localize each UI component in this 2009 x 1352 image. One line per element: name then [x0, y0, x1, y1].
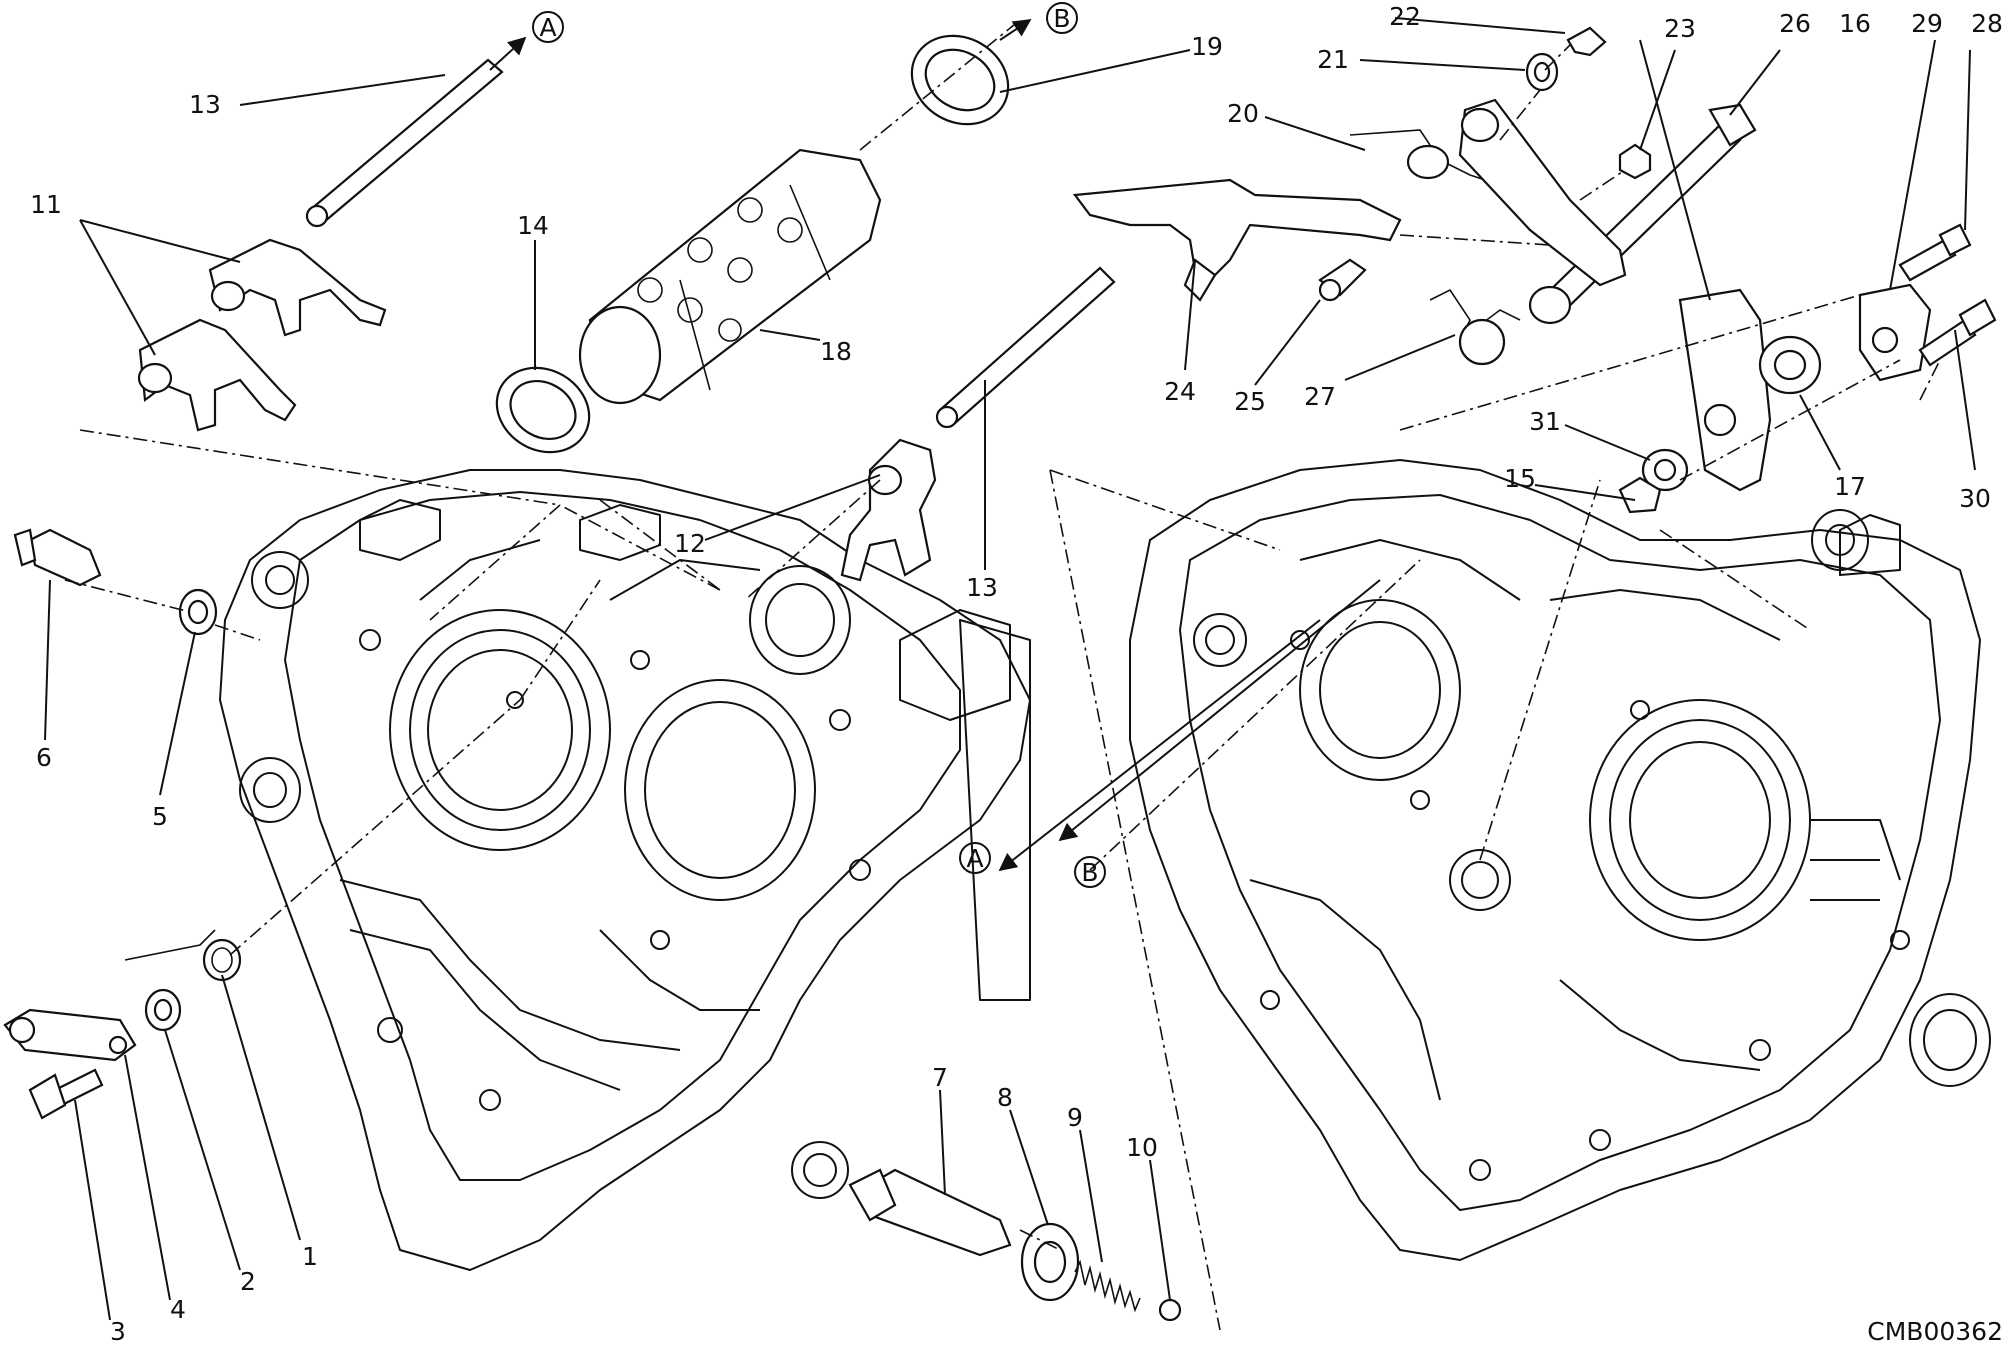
leader-lines — [44, 17, 1976, 1321]
callout-26: 26 — [1779, 9, 1811, 38]
left-crankcase-half — [219, 469, 1031, 1271]
reference-B-top-circle — [1046, 2, 1078, 34]
part-18-selector-drum — [578, 148, 882, 405]
part-11-shift-forks — [137, 238, 387, 432]
part-6-neutral-switch — [13, 528, 102, 587]
part-7-plug — [848, 1168, 1012, 1257]
callout-14: 14 — [517, 211, 549, 240]
callout-16: 16 — [1839, 9, 1871, 38]
reference-A-top-circle — [532, 11, 564, 43]
callout-15: 15 — [1504, 464, 1536, 493]
part-23-nut — [1618, 143, 1652, 180]
callout-22: 22 — [1389, 2, 1421, 31]
part-4-lever — [3, 1008, 137, 1062]
reference-arrows — [489, 19, 1381, 872]
callout-4: 4 — [170, 1295, 186, 1324]
callout-13-upper: 13 — [189, 90, 221, 119]
drawing-code: CMB00362 — [1867, 1317, 2003, 1346]
callout-25: 25 — [1234, 387, 1266, 416]
part-15-circlip — [1618, 476, 1662, 514]
callout-8: 8 — [997, 1083, 1013, 1112]
callout-3: 3 — [110, 1317, 126, 1346]
part-13-fork-shaft-upper — [305, 58, 504, 228]
reference-B-top: B — [1053, 4, 1070, 33]
callout-10: 10 — [1126, 1133, 1158, 1162]
part-2-washer — [144, 988, 182, 1032]
callout-27: 27 — [1304, 382, 1336, 411]
part-28-bolt — [1898, 223, 1972, 282]
part-5-washer — [178, 588, 218, 636]
part-17-plate — [1678, 288, 1772, 492]
callout-24: 24 — [1164, 377, 1196, 406]
part-1-spring — [124, 929, 242, 982]
part-12-shift-fork — [840, 438, 937, 582]
part-17-washer — [1758, 335, 1822, 395]
assembly-lines — [64, 19, 1941, 1331]
reference-markers: A B A B — [532, 2, 1106, 888]
callout-18: 18 — [820, 337, 852, 366]
part-21-washer — [1525, 52, 1559, 92]
part-30-bolt — [1918, 298, 1997, 367]
part-14-ring — [495, 366, 591, 454]
callout-17: 17 — [1834, 472, 1866, 501]
part-19-ring — [910, 34, 1010, 126]
callout-7: 7 — [932, 1063, 948, 1092]
part-9-spring — [1074, 1259, 1141, 1313]
reference-A-case-circle — [959, 842, 991, 874]
part-25-pin — [1318, 258, 1367, 302]
part-22-circlip — [1566, 26, 1607, 57]
callout-30: 30 — [1959, 484, 1991, 513]
callout-31: 31 — [1529, 407, 1561, 436]
callout-12: 12 — [674, 529, 706, 558]
part-29-bracket — [1858, 283, 1932, 382]
callout-13-lower: 13 — [966, 573, 998, 602]
part-13-fork-shaft-lower — [935, 266, 1116, 429]
callout-19: 19 — [1191, 32, 1223, 61]
callout-2: 2 — [240, 1267, 256, 1296]
callout-5: 5 — [152, 802, 168, 831]
callout-1: 1 — [302, 1242, 318, 1271]
part-27-spring — [1429, 288, 1521, 366]
part-16-selector-quadrant — [1458, 98, 1627, 287]
reference-B-case: B — [1081, 858, 1098, 887]
callout-11: 11 — [30, 190, 62, 219]
reference-A-top: A — [539, 13, 556, 42]
right-crankcase-half — [1129, 459, 1991, 1261]
part-8-sealing-washer — [1020, 1222, 1080, 1302]
callout-23: 23 — [1664, 14, 1696, 43]
part-20-spring — [1349, 129, 1501, 186]
callout-28: 28 — [1971, 9, 2003, 38]
callout-21: 21 — [1317, 45, 1349, 74]
reference-A-case: A — [966, 844, 983, 873]
callout-29: 29 — [1911, 9, 1943, 38]
reference-B-case-circle — [1074, 856, 1106, 888]
callout-9: 9 — [1067, 1103, 1083, 1132]
callout-6: 6 — [36, 743, 52, 772]
callout-20: 20 — [1227, 99, 1259, 128]
part-10-ball — [1158, 1298, 1182, 1322]
part-3-bolt — [28, 1068, 104, 1120]
part-31-washer — [1641, 448, 1689, 492]
callout-labels: 1 2 3 4 5 6 7 8 9 10 11 12 13 13 14 15 1… — [30, 2, 2003, 1346]
